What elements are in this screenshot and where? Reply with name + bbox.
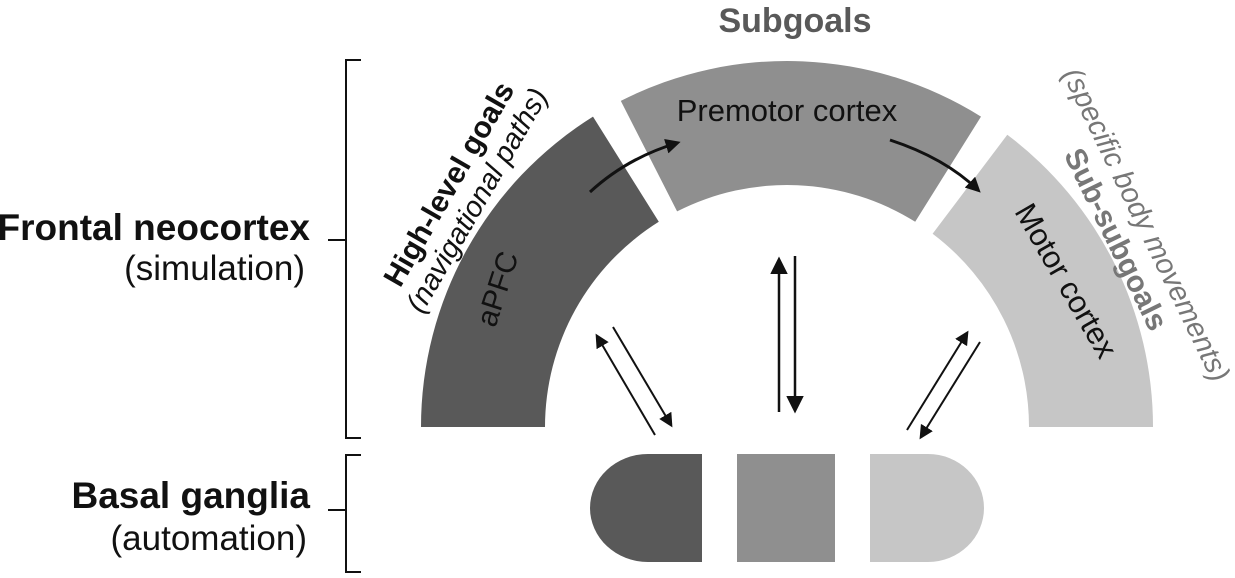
motor-segment	[932, 134, 1153, 427]
basal-ganglia-label: Basal ganglia	[71, 475, 310, 516]
center-bidirectional-arrows	[770, 256, 804, 414]
left-bidirectional-arrows	[595, 326, 673, 436]
premotor-label: Premotor cortex	[677, 93, 898, 128]
right-bidirectional-arrows	[906, 330, 981, 440]
basal-middle-block	[737, 454, 835, 562]
premotor-to-motor-arrow	[889, 138, 981, 193]
apfc-segment	[420, 116, 659, 427]
apfc-to-premotor-arrow	[588, 139, 681, 194]
subgoals-heading: Subgoals	[718, 2, 871, 40]
basal-right-pill	[870, 454, 984, 562]
basal-automation-label: (automation)	[111, 519, 307, 558]
basal-left-pill	[590, 454, 702, 562]
frontal-simulation-label: (simulation)	[124, 249, 305, 288]
frontal-bracket	[328, 59, 361, 439]
frontal-neocortex-label: Frontal neocortex	[0, 207, 310, 248]
premotor-segment	[620, 60, 981, 222]
basal-bracket	[328, 454, 361, 573]
